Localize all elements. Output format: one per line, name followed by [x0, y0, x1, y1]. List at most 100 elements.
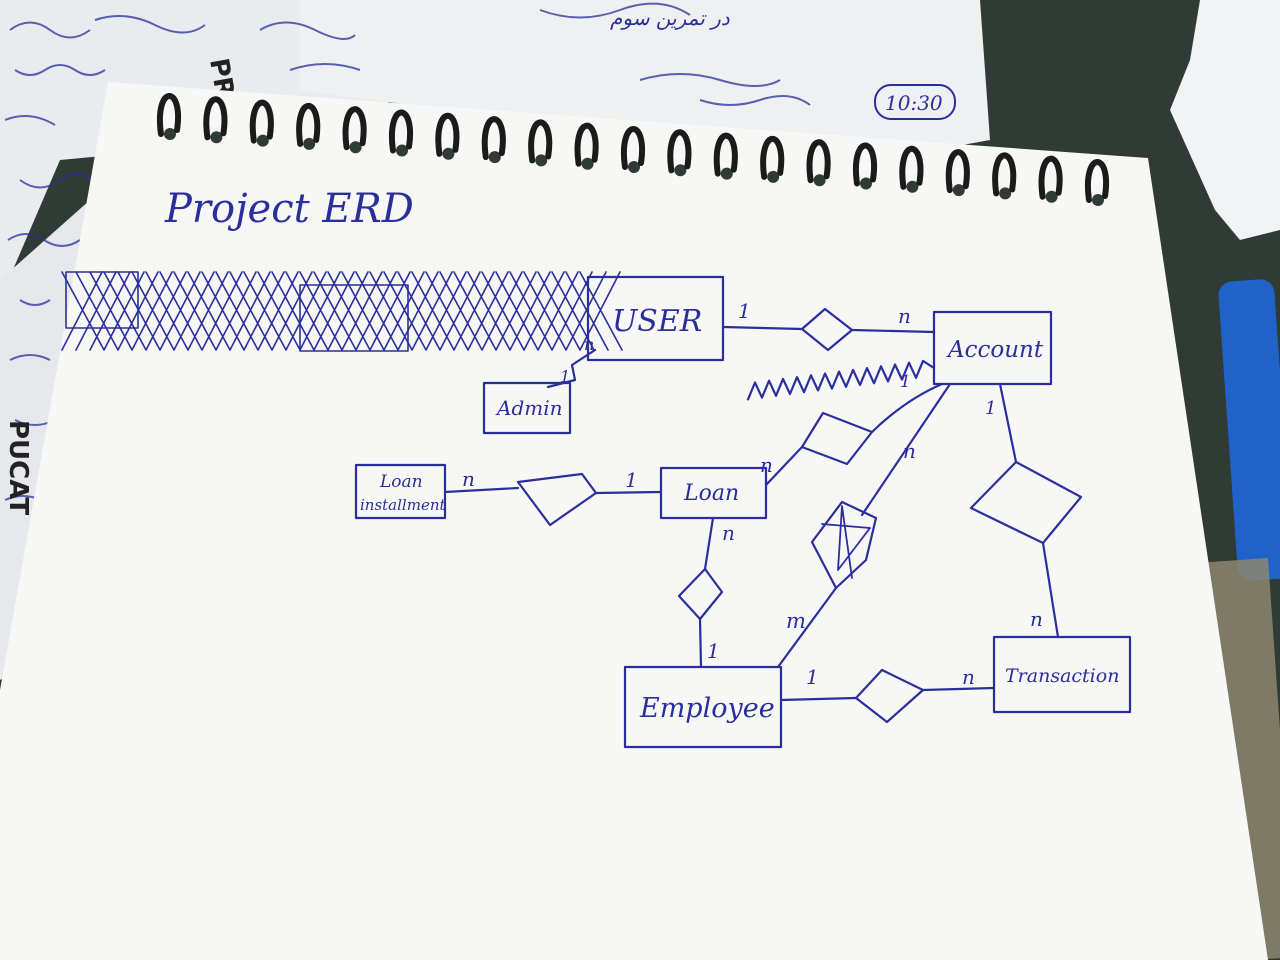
spiral-coil	[1084, 159, 1110, 203]
spiral-coil	[388, 109, 414, 154]
line-account-diamond-employee	[860, 382, 952, 517]
spiral-coil	[760, 135, 785, 180]
card-account-scribble-1: 1	[900, 372, 911, 392]
spiral-hole	[303, 137, 316, 150]
card-account-employee-m: m	[786, 609, 806, 633]
entity-label-loan: Loan	[683, 481, 739, 506]
card-loan-installment-n: n	[462, 467, 475, 491]
spiral-hole	[1092, 194, 1104, 206]
background-time-badge: 10:30	[885, 91, 943, 115]
spiral-coil	[296, 102, 321, 147]
spiral-hole	[720, 167, 733, 180]
spiral-hole	[999, 187, 1012, 200]
entity-admin	[482, 381, 572, 435]
spiral-hole	[164, 128, 176, 140]
card-loan-employee-n: n	[722, 521, 735, 545]
relationship-account-loan	[800, 411, 874, 466]
erd-labels: Project ERD USER Account Admin Loan Loan…	[164, 186, 1119, 724]
spiral-coil	[342, 106, 367, 151]
spiral-coil	[945, 149, 970, 194]
spiral-hole	[628, 161, 640, 173]
spiral-coil	[249, 99, 274, 144]
spiral-hole	[581, 157, 594, 170]
spiral-hole	[952, 184, 965, 197]
line-account-diamond-transaction	[998, 382, 1018, 464]
spiral-coil	[156, 93, 182, 137]
spiral-coil	[852, 142, 878, 187]
spiral-coil	[481, 116, 506, 161]
card-account-employee-n: n	[903, 439, 916, 463]
entity-label-transaction: Transaction	[1005, 665, 1119, 687]
spiral-hole	[210, 131, 223, 144]
card-account-transaction-1: 1	[985, 398, 996, 419]
erd-diagram	[61, 271, 1132, 749]
spiral-hole	[535, 154, 548, 167]
line-diamond-employee	[698, 617, 703, 669]
line-diamond-transaction-right	[921, 686, 996, 692]
spiral-coil	[528, 119, 553, 164]
spiral-hole	[442, 147, 455, 160]
line-account-scribble	[746, 359, 936, 401]
entity-label-user: USER	[612, 304, 702, 339]
entity-label-account: Account	[946, 337, 1044, 363]
entity-user	[586, 275, 725, 362]
spiral-hole	[488, 151, 501, 164]
line-diamond-account	[850, 328, 936, 334]
card-employee-transaction-1: 1	[806, 665, 819, 689]
line-installment-diamond	[443, 486, 520, 494]
notebook-page	[0, 82, 1268, 960]
line-diamond-loan-right	[594, 490, 663, 495]
background-side-text-2: PUCAT	[3, 420, 33, 515]
entity-label-loan-installment-2: installment	[360, 496, 446, 514]
line-account-diamond-loan	[870, 382, 944, 434]
spiral-coil	[713, 132, 738, 177]
spiral-coil	[1038, 155, 1063, 200]
card-user-admin-1: 1	[560, 367, 570, 386]
entity-label-employee: Employee	[639, 693, 775, 724]
relationship-user-account	[800, 307, 854, 352]
spiral-hole	[767, 170, 780, 183]
spiral-hole	[349, 141, 362, 154]
entity-employee	[623, 665, 783, 749]
card-user-account-1: 1	[738, 299, 751, 323]
card-loan-installment-1: 1	[625, 468, 638, 492]
spiral-coil	[203, 96, 228, 141]
spiral-binding	[156, 93, 1110, 206]
spiral-hole	[813, 174, 826, 187]
spiral-coil	[667, 129, 692, 174]
line-user-admin	[546, 348, 597, 389]
line-loan-diamond	[703, 516, 715, 571]
line-diamond-employee-m	[776, 586, 838, 669]
page-title: Project ERD	[164, 186, 414, 232]
spiral-coil	[806, 139, 831, 184]
spiral-hole	[256, 134, 269, 147]
entity-transaction	[992, 635, 1132, 714]
spiral-hole	[906, 180, 919, 193]
spiral-coil	[435, 112, 460, 157]
line-user-diamond	[721, 325, 804, 331]
card-user-admin-n: n	[584, 335, 594, 354]
card-user-account-n: n	[898, 304, 911, 328]
spiral-hole	[674, 164, 687, 177]
card-account-loan-n: n	[760, 453, 773, 477]
card-account-transaction-n: n	[1030, 607, 1043, 631]
tissue	[1170, 0, 1280, 240]
line-employee-diamond-transaction	[779, 696, 858, 702]
scribbled-out-area	[61, 271, 623, 352]
background-note-top: در تمرین سوم	[610, 6, 730, 30]
spiral-hole	[1045, 190, 1058, 203]
line-diamond-loan	[764, 445, 804, 487]
entity-label-admin: Admin	[495, 396, 563, 420]
spiral-coil	[574, 122, 599, 167]
line-diamond-transaction	[1041, 541, 1060, 639]
entity-label-loan-installment-1: Loan	[379, 472, 423, 492]
spiral-coil	[620, 126, 646, 170]
entity-account	[932, 310, 1053, 386]
spiral-coil	[992, 152, 1017, 197]
spiral-hole	[860, 177, 872, 190]
spiral-hole	[396, 144, 408, 157]
spiral-coil	[899, 145, 924, 190]
card-employee-transaction-n: n	[962, 665, 975, 689]
card-loan-employee-1: 1	[707, 639, 720, 663]
